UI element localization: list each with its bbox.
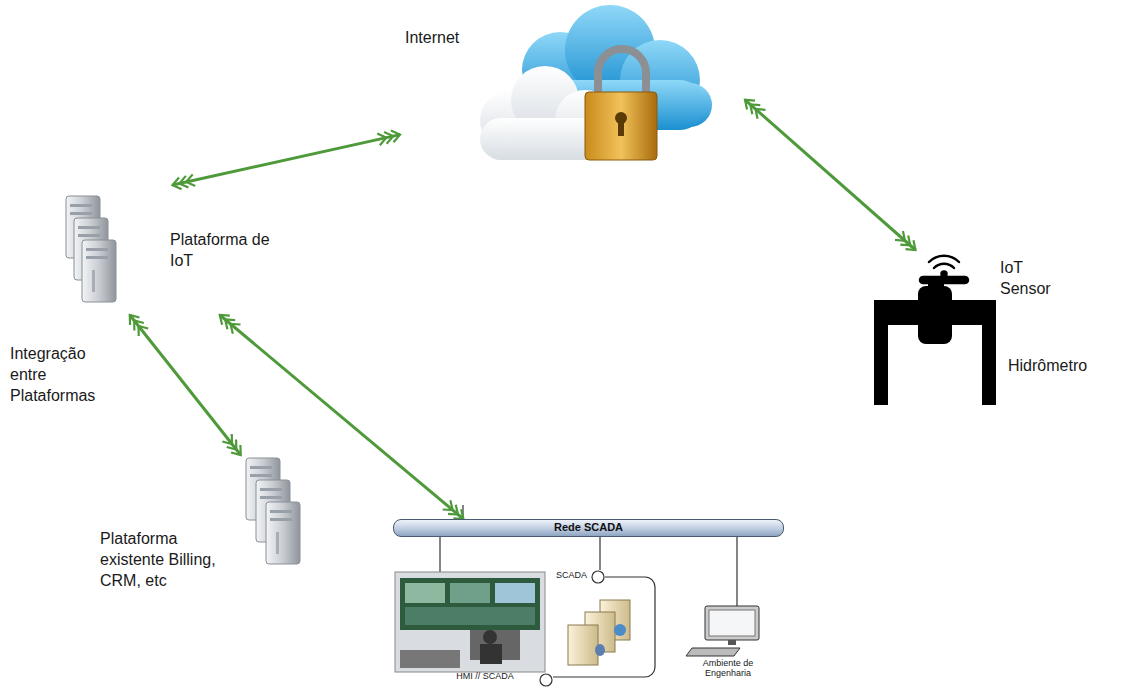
network-band: Rede SCADA bbox=[393, 519, 784, 537]
server-node: Plataforma de IoT bbox=[60, 185, 285, 315]
double-arrow bbox=[745, 100, 916, 250]
workstation-icon bbox=[686, 606, 759, 656]
component-label: SCADA bbox=[556, 571, 596, 581]
component-label: HMI // SCADA bbox=[440, 672, 530, 682]
double-arrow bbox=[173, 135, 401, 185]
node-label: Plataforma de IoT bbox=[170, 230, 280, 272]
server-icon bbox=[246, 458, 300, 564]
cloud-node: Internet bbox=[400, 20, 745, 165]
double-arrow bbox=[130, 315, 241, 455]
sensor-node: IoT SensorHidrômetro bbox=[868, 250, 1118, 410]
server-icon bbox=[66, 196, 116, 302]
node-label: IoT Sensor bbox=[1000, 258, 1075, 300]
component-label: Ambiente de Engenharia bbox=[688, 659, 768, 679]
node-label: Hidrômetro bbox=[1008, 356, 1113, 377]
node-label: Internet bbox=[405, 28, 485, 49]
cloud-icon bbox=[480, 5, 712, 160]
scada-servers bbox=[568, 600, 630, 665]
note-text: Integração entre Plataformas bbox=[10, 344, 120, 406]
node-label: Rede SCADA bbox=[394, 520, 783, 535]
water-meter-icon bbox=[874, 280, 996, 405]
server-node: Plataforma existente Billing, CRM, etc bbox=[95, 455, 330, 610]
padlock-icon bbox=[585, 49, 657, 160]
wifi-sensor-icon bbox=[920, 256, 968, 283]
node-label: Plataforma existente Billing, CRM, etc bbox=[100, 529, 220, 591]
hmi-screen-picture bbox=[395, 572, 545, 672]
double-arrow bbox=[220, 315, 464, 519]
